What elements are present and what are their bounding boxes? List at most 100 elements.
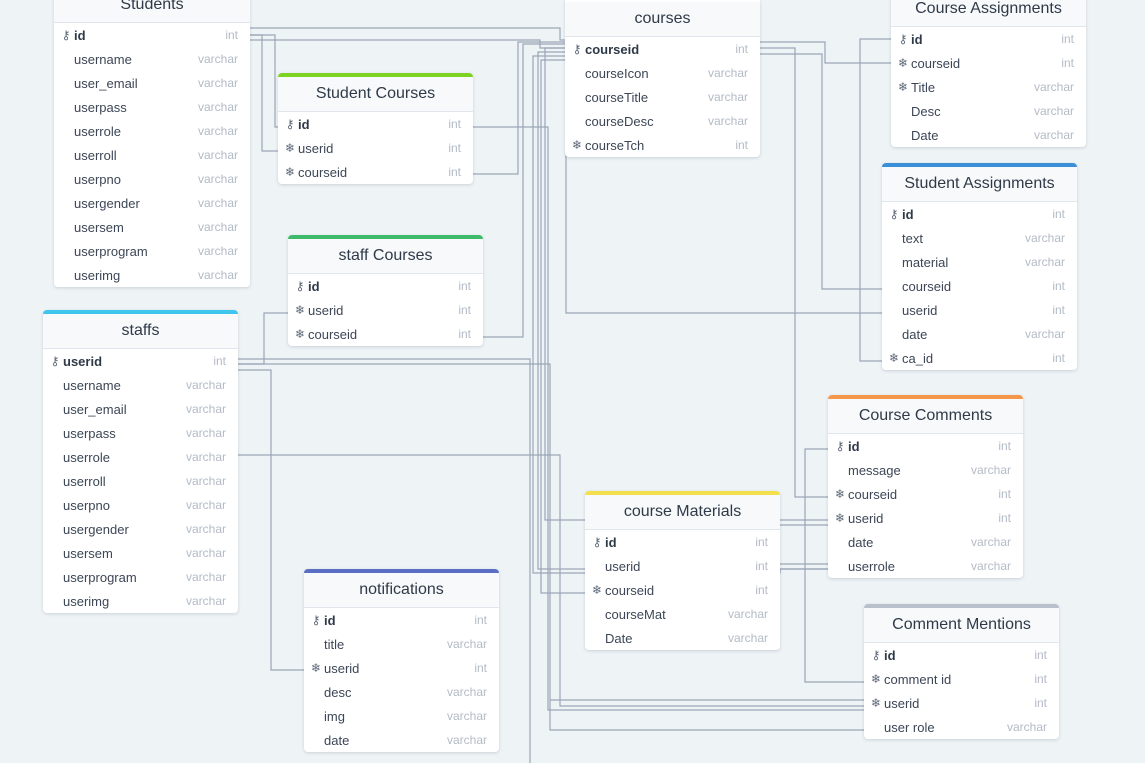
field-name: userid [298,141,334,156]
table-color-bar [565,0,760,2]
table-title[interactable]: Student Courses [278,77,473,112]
relationship-line [544,47,585,521]
table-title[interactable]: Course Assignments [891,0,1086,27]
field-name: userroll [74,148,117,163]
table-title[interactable]: staff Courses [288,239,483,274]
table-title[interactable]: courses [565,2,760,37]
table-title[interactable]: Comment Mentions [864,608,1059,643]
field-type: int [448,117,461,131]
field-type: int [458,327,471,341]
field-name: userid [63,354,103,369]
field-name: userpass [74,100,127,115]
field-type: varchar [727,631,768,645]
table-title[interactable]: staffs [43,314,238,349]
field-type: int [448,141,461,155]
field-name: userid [902,303,938,318]
table-title[interactable]: Course Comments [828,399,1023,434]
table-title[interactable]: Student Assignments [882,167,1077,202]
table-title[interactable]: course Materials [585,495,780,530]
table-title[interactable]: Students [54,0,250,23]
table-title[interactable]: notifications [304,573,499,608]
